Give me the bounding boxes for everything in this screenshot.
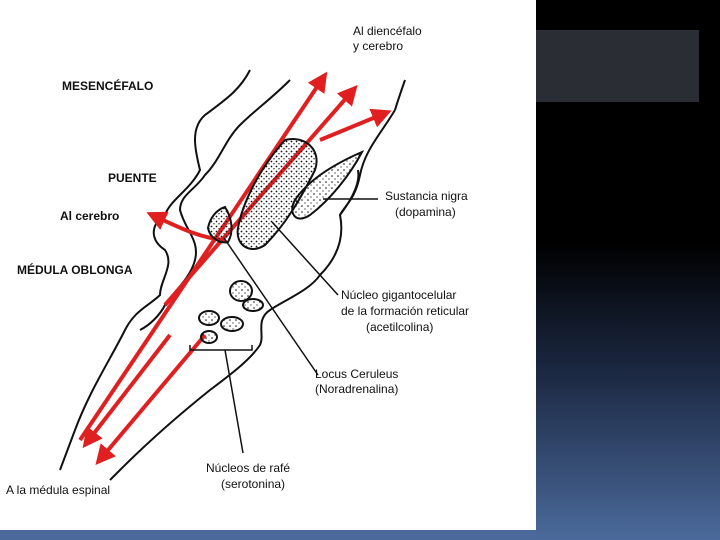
label-gigantocellular-1: Núcleo gigantocelular bbox=[341, 288, 456, 302]
raphe-nucleus-5 bbox=[200, 330, 218, 344]
arrow-ascending-left bbox=[78, 71, 328, 442]
brainstem-outline-left bbox=[59, 69, 251, 471]
label-gigantocellular-3: (acetilcolina) bbox=[366, 320, 433, 334]
label-mesencephalon: MESENCÉFALO bbox=[62, 78, 153, 93]
raphe-bracket bbox=[189, 345, 253, 351]
label-to-diencephalon-2: y cerebro bbox=[353, 39, 403, 53]
raphe-nucleus-3 bbox=[198, 310, 220, 326]
label-medulla: MÉDULA OBLONGA bbox=[17, 262, 133, 277]
label-pons: PUENTE bbox=[108, 171, 157, 185]
label-raphe-2: (serotonina) bbox=[221, 477, 285, 491]
leader-locus-ceruleus bbox=[223, 237, 319, 376]
label-to-spinal-cord: A la médula espinal bbox=[6, 483, 110, 497]
raphe-nucleus-1 bbox=[229, 280, 253, 302]
label-to-diencephalon-1: Al diencéfalo bbox=[353, 24, 422, 38]
gigantocellular-nucleus bbox=[236, 138, 318, 250]
label-locus-ceruleus-2: (Noradrenalina) bbox=[315, 382, 398, 396]
label-to-brain: Al cerebro bbox=[60, 209, 119, 223]
arrow-descending-left bbox=[82, 333, 172, 449]
label-substantia-nigra-1: Sustancia nigra bbox=[385, 189, 468, 203]
arrow-ascending-right bbox=[319, 108, 392, 142]
brainstem-diagram: Al diencéfalo y cerebro MESENCÉFALO PUEN… bbox=[6, 24, 470, 497]
locus-ceruleus bbox=[206, 205, 233, 244]
arrow-descending-right bbox=[95, 333, 207, 466]
label-raphe-1: Núcleos de rafé bbox=[206, 461, 290, 475]
label-substantia-nigra-2: (dopamina) bbox=[395, 205, 456, 219]
slide-bottom-strip bbox=[0, 530, 536, 540]
label-locus-ceruleus-1: Locus Ceruleus bbox=[315, 367, 398, 381]
raphe-nucleus-4 bbox=[220, 316, 244, 332]
substantia-nigra bbox=[291, 149, 365, 220]
slide-title-bar bbox=[536, 30, 699, 102]
pons-bulge bbox=[339, 169, 360, 216]
leader-gigantocellular bbox=[271, 221, 339, 296]
leader-raphe bbox=[224, 349, 244, 454]
label-gigantocellular-2: de la formación reticular bbox=[341, 304, 469, 318]
brainstem-outline-upper-right bbox=[394, 79, 406, 111]
diagram-canvas: Al diencéfalo y cerebro MESENCÉFALO PUEN… bbox=[6, 24, 469, 497]
raphe-nucleus-2 bbox=[242, 298, 264, 312]
